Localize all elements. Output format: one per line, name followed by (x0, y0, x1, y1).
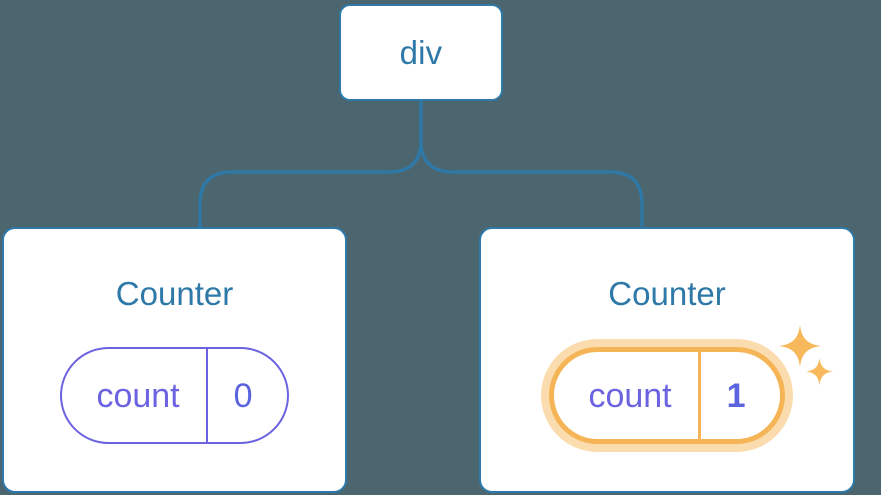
connector-left (198, 99, 423, 230)
tree-node-counter-left[interactable]: Counter count 0 (2, 227, 347, 493)
state-key-cell: count (554, 352, 697, 439)
state-key-label: count (588, 376, 672, 415)
root-node-label: div (399, 34, 443, 71)
connector-right (419, 99, 644, 230)
counter-left-title: Counter (115, 275, 234, 312)
counter-right-title: Counter (608, 275, 726, 312)
state-value-label: 0 (233, 376, 253, 415)
state-value-cell: 1 (697, 352, 780, 439)
state-key-label: count (96, 376, 180, 415)
tree-node-counter-right[interactable]: Counter count 1 (479, 227, 855, 493)
tree-node-root[interactable]: div (339, 4, 503, 101)
counter-right-state-wrap: count 1 (481, 347, 853, 444)
counter-left-state-wrap: count 0 (4, 347, 345, 444)
state-key-cell: count (62, 349, 205, 442)
state-pill-count-right[interactable]: count 1 (549, 347, 785, 444)
state-value-label: 1 (726, 376, 746, 415)
state-pill-count-left[interactable]: count 0 (60, 347, 289, 444)
state-value-cell: 0 (205, 349, 287, 442)
